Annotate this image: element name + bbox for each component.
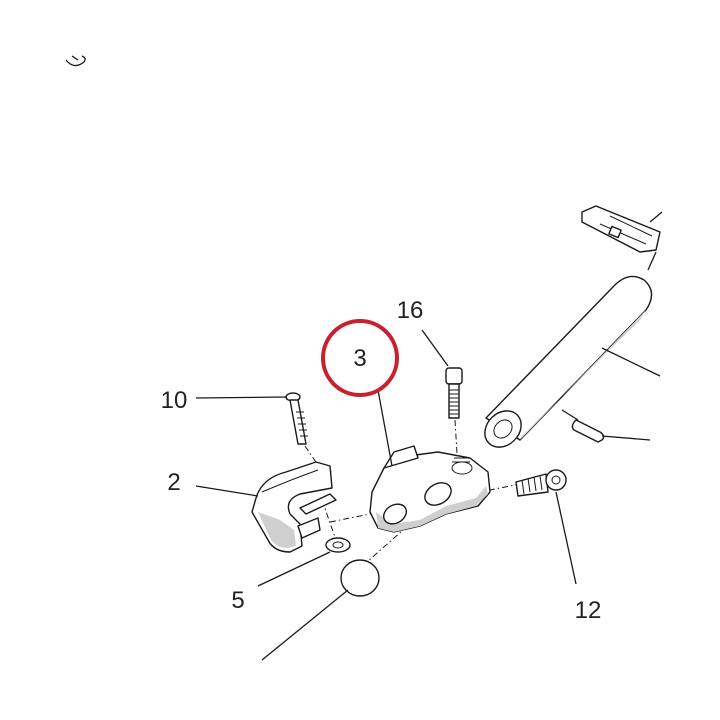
leader-3 (377, 389, 393, 467)
corner-mark-icon (65, 55, 86, 67)
bolt-12 (515, 469, 567, 497)
leader-5 (257, 551, 331, 587)
leader-16 (421, 329, 449, 367)
clamp-body-3 (369, 445, 491, 533)
leader-2 (195, 485, 259, 497)
handlebar-tube (484, 275, 653, 448)
leader-10 (195, 396, 288, 399)
pin-leader (601, 435, 651, 441)
washer-5 (325, 537, 351, 553)
axis-plug (357, 489, 449, 571)
tube-leader (601, 347, 661, 377)
end-plug (261, 559, 380, 661)
pin-part (571, 419, 605, 443)
pin-guide-line (561, 409, 579, 421)
highlight-circle (321, 319, 399, 397)
wiring-connector (581, 205, 663, 271)
callout-10: 10 (161, 387, 188, 414)
callout-16: 16 (397, 297, 424, 324)
bolt-10 (285, 392, 308, 445)
callout-5: 5 (231, 587, 244, 614)
callout-2: 2 (167, 469, 180, 496)
clamp-2 (251, 461, 337, 553)
bolt-16 (445, 367, 463, 419)
leader-12 (555, 491, 577, 585)
callout-3: 3 (353, 345, 366, 372)
callout-12: 12 (575, 597, 602, 624)
axis-10 (304, 445, 321, 469)
